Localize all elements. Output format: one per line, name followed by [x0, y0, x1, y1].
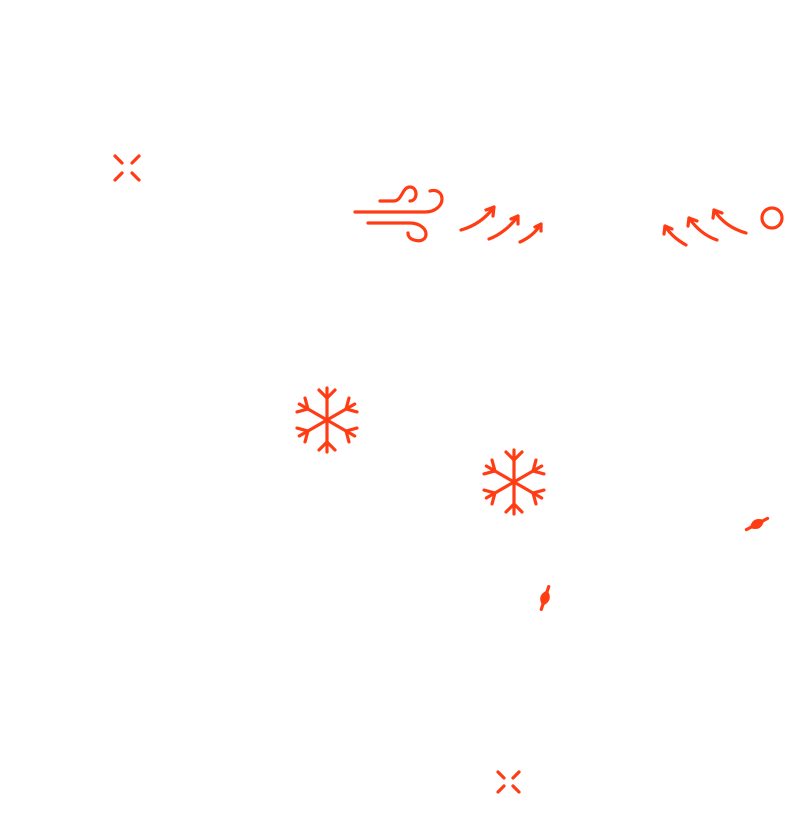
snowflake-icon [295, 386, 359, 454]
circle-icon [760, 206, 784, 230]
leaf-icon [744, 516, 770, 532]
sparkle-icon [496, 770, 521, 794]
snowflake-icon [482, 448, 546, 516]
leaf-icon [539, 584, 551, 612]
sparkle-icon [113, 154, 141, 182]
arrows-right-icon [459, 205, 543, 244]
wind-icon [353, 185, 444, 243]
arrows-left-icon [662, 208, 748, 247]
